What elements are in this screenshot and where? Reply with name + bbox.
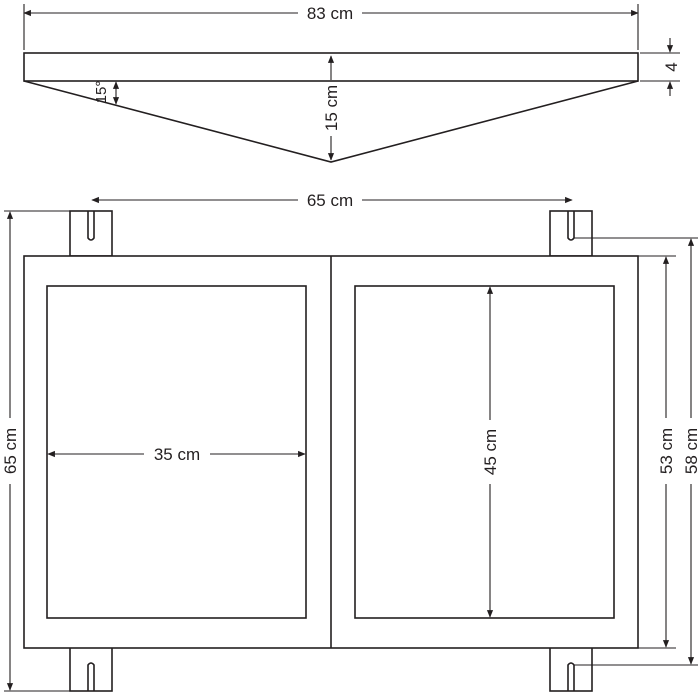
panel-width-label: 35 cm xyxy=(154,445,200,464)
left-panel xyxy=(46,285,307,619)
hanger-bottom-right xyxy=(549,644,593,692)
angle-label: 15° xyxy=(93,81,110,104)
hanger-top-right xyxy=(549,210,593,257)
hanger-spacing-label: 65 cm xyxy=(307,191,353,210)
shelf-top-board xyxy=(23,52,639,82)
hanger-top-left xyxy=(69,210,113,257)
top-view: 83 cm 15 cm 4 15° xyxy=(23,4,681,163)
panel-height-label: 45 cm xyxy=(481,429,500,475)
hanger-bottom-left xyxy=(69,644,113,692)
total-height-label: 65 cm xyxy=(1,428,20,474)
front-view: 65 cm 35 cm 45 cm xyxy=(1,191,700,692)
frame-height-label: 53 cm xyxy=(657,428,676,474)
shelf-wedge xyxy=(23,80,639,163)
width-label: 83 cm xyxy=(307,4,353,23)
right-panel xyxy=(354,285,615,619)
hanger-height-label: 58 cm xyxy=(682,428,700,474)
thickness-label: 4 xyxy=(662,62,681,71)
depth-label: 15 cm xyxy=(322,85,341,131)
